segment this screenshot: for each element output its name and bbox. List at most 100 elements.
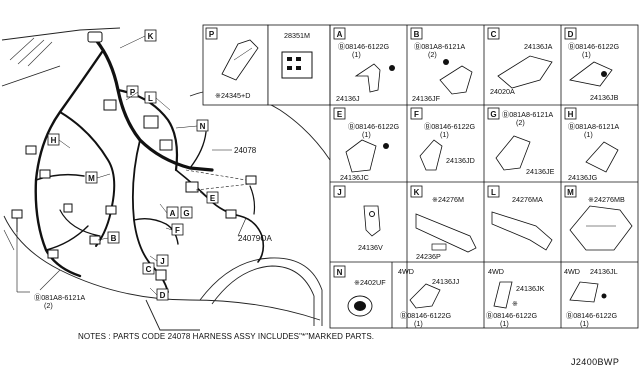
cell-b-bolt: Ⓑ081A8-6121A (414, 42, 465, 51)
cell-4wd-3-qty: (1) (580, 319, 589, 328)
callout-g: G (183, 209, 189, 218)
callout-c: C (146, 265, 152, 274)
panel-p-letter: P (209, 30, 215, 39)
cell-j-part: 24136V (358, 243, 383, 252)
cell-e-qty: (1) (362, 130, 371, 139)
panel-28351m: 28351M (267, 24, 331, 106)
footer-note: NOTES : PARTS CODE 24078 HARNESS ASSY IN… (78, 332, 375, 341)
callout-a: A (170, 209, 176, 218)
cell-4wd-3-bolt: Ⓑ08146-6122G (566, 311, 618, 320)
cell-4wd-2-part: 24136JK (516, 284, 545, 293)
harness-connectors (25, 31, 257, 281)
cell-e-letter: E (337, 110, 343, 119)
callout-d: D (160, 291, 166, 300)
cell-j-letter: J (337, 188, 341, 197)
bolt-qty-label: (2) (44, 301, 53, 310)
bolt-part-label: Ⓑ081A8-6121A (34, 293, 85, 302)
cell-d-part: 24136JB (590, 93, 619, 102)
cell-g-bolt: Ⓑ081A8-6121A (502, 110, 553, 119)
callout-j: J (160, 257, 164, 266)
callout-m: M (88, 174, 95, 183)
cell-c-part1: 24136JA (524, 42, 553, 51)
cell-a: A Ⓑ08146-6122G (1) 24136J (333, 27, 395, 103)
callout-e: E (210, 194, 216, 203)
cell-d-bolt: Ⓑ08146-6122G (568, 42, 620, 51)
cell-4wd-1: 4WD 24136JJ Ⓑ08146-6122G (1) (398, 267, 460, 328)
cell-k: K ※24276M 24236P (410, 185, 477, 261)
cell-n: N ※2402UF (333, 265, 386, 317)
cell-a-bolt: Ⓑ08146-6122G (338, 42, 390, 51)
cell-l-letter: L (491, 188, 496, 197)
cell-d-qty: (1) (582, 50, 591, 59)
cell-f-bolt: Ⓑ08146-6122G (424, 122, 476, 131)
callout-b: B (111, 234, 117, 243)
cell-a-letter: A (337, 30, 343, 39)
body-hatching (3, 37, 61, 291)
cell-e-part: 24136JC (340, 173, 369, 182)
cell-4wd-3: 4WD 24136JL Ⓑ08146-6122G (1) (564, 267, 618, 328)
callout-boxes (47, 29, 219, 301)
cell-4wd-2-qty: (1) (500, 319, 509, 328)
cell-d-letter: D (568, 30, 574, 39)
cell-m: M ※24276MB (564, 185, 633, 251)
cell-4wd-2-mark: ※ (512, 299, 518, 308)
cell-4wd-2-bolt: Ⓑ08146-6122G (486, 311, 538, 320)
cell-b-letter: B (414, 30, 420, 39)
callout-f: F (175, 226, 180, 235)
cell-h-bolt: Ⓑ081A8-6121A (568, 122, 619, 131)
cell-n-letter: N (337, 268, 343, 277)
cell-f-letter: F (414, 110, 419, 119)
callout-p: P (130, 88, 136, 97)
cell-k-part2: 24236P (416, 252, 441, 261)
cell-m-part: ※24276MB (588, 195, 625, 204)
cell-b-qty: (2) (428, 50, 437, 59)
cell-4wd-2: 4WD 24136JK ※ Ⓑ08146-6122G (1) (486, 267, 545, 328)
cell-j: J 24136V (333, 185, 383, 252)
cell-g-part: 24136JE (526, 167, 555, 176)
cell-4wd-3-part: 24136JL (590, 267, 618, 276)
bolt-clip (11, 209, 30, 293)
cell-4wd-1-tag: 4WD (398, 267, 414, 276)
cell-e: E Ⓑ08146-6122G (1) 24136JC (333, 107, 400, 182)
cell-e-bolt: Ⓑ08146-6122G (348, 122, 400, 131)
cell-g: G Ⓑ081A8-6121A (2) 24136JE (487, 107, 555, 176)
cell-b-part: 24136JF (412, 94, 441, 103)
cell-4wd-1-bolt: Ⓑ08146-6122G (400, 311, 452, 320)
callout-l: L (148, 94, 153, 103)
harness-sub-label: 24079OA (238, 234, 272, 243)
cell-f: F Ⓑ08146-6122G (1) 24136JD (410, 107, 476, 171)
cell-f-qty: (1) (440, 130, 449, 139)
callout-k: K (148, 32, 154, 41)
cell-4wd-1-qty: (1) (414, 319, 423, 328)
cell-4wd-3-tag: 4WD (564, 267, 580, 276)
cell-l-part: 24276MA (512, 195, 543, 204)
cell-h-part: 24136JG (568, 173, 598, 182)
cell-c-part2: 24020A (490, 87, 515, 96)
panel-28351m-part: 28351M (284, 31, 310, 40)
cell-m-letter: M (567, 188, 574, 197)
diagram-ref: J2400BWP (571, 357, 620, 367)
cell-h: H Ⓑ081A8-6121A (1) 24136JG (564, 107, 619, 182)
callout-h: H (51, 136, 57, 145)
cell-k-letter: K (414, 188, 420, 197)
panel-p-part: ※24345+D (215, 91, 250, 100)
cell-b: B Ⓑ081A8-6121A (2) 24136JF (410, 27, 473, 103)
cell-a-part: 24136J (336, 94, 360, 103)
harness-label: 24078 (234, 146, 257, 155)
cell-4wd-2-tag: 4WD (488, 267, 504, 276)
cell-k-part1: ※24276M (432, 195, 464, 204)
cell-c: C 24136JA 24020A (487, 27, 553, 96)
cell-d: D Ⓑ08146-6122G (1) 24136JB (564, 27, 620, 102)
cell-f-part: 24136JD (446, 156, 475, 165)
panel-p: P ※24345+D (202, 24, 269, 106)
callout-n: N (200, 122, 206, 131)
cell-g-letter: G (490, 110, 496, 119)
cell-l: L 24276MA (487, 185, 553, 251)
cell-4wd-1-part: 24136JJ (432, 277, 460, 286)
cell-n-part: ※2402UF (354, 278, 386, 287)
cell-c-letter: C (491, 30, 497, 39)
cell-h-qty: (1) (584, 130, 593, 139)
cell-a-qty: (1) (352, 50, 361, 59)
dashed-separation (185, 169, 251, 191)
